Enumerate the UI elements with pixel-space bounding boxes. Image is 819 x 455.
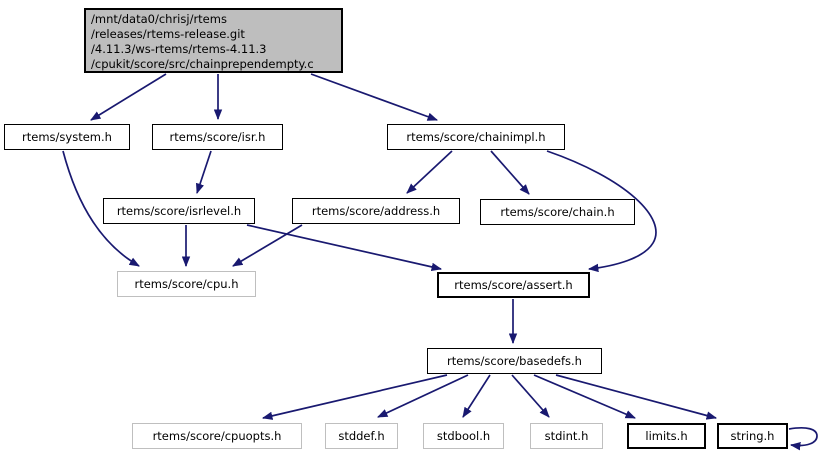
edge-basedefs-to-string bbox=[555, 374, 718, 420]
node-rtems-score-address-h[interactable]: rtems/score/address.h bbox=[292, 198, 460, 224]
edge-isrlevel-to-assert bbox=[246, 224, 443, 272]
edge-isr-to-isrlevel bbox=[196, 150, 212, 194]
node-stdbool-h: stdbool.h bbox=[423, 423, 504, 449]
edge-basedefs-to-cpuopts bbox=[261, 374, 448, 420]
edge-chainimpl-to-address bbox=[406, 150, 453, 194]
node-rtems-system-h[interactable]: rtems/system.h bbox=[4, 124, 130, 150]
edge-system-to-cpu bbox=[62, 150, 140, 267]
edge-main-to-chainimpl bbox=[310, 73, 438, 121]
node-stddef-h: stddef.h bbox=[325, 423, 398, 449]
node-rtems-score-chain-h[interactable]: rtems/score/chain.h bbox=[480, 199, 635, 225]
edge-basedefs-to-stdint bbox=[511, 374, 550, 418]
node-string-h[interactable]: string.h bbox=[717, 423, 788, 449]
edge-string-self-loop bbox=[788, 426, 818, 451]
node-chainprependempty-c: /mnt/data0/chrisj/rtems /releases/rtems-… bbox=[84, 8, 343, 73]
edge-chainimpl-to-assert bbox=[546, 150, 657, 273]
node-rtems-score-isr-h[interactable]: rtems/score/isr.h bbox=[152, 124, 283, 150]
node-rtems-score-isrlevel-h[interactable]: rtems/score/isrlevel.h bbox=[103, 198, 255, 224]
node-rtems-score-cpu-h: rtems/score/cpu.h bbox=[117, 271, 256, 297]
node-rtems-score-chainimpl-h[interactable]: rtems/score/chainimpl.h bbox=[387, 124, 565, 150]
edge-basedefs-to-stddef bbox=[377, 374, 469, 418]
edge-basedefs-to-limits bbox=[533, 374, 636, 419]
node-stdint-h: stdint.h bbox=[530, 423, 603, 449]
node-rtems-score-basedefs-h[interactable]: rtems/score/basedefs.h bbox=[427, 348, 602, 374]
node-rtems-score-cpuopts-h: rtems/score/cpuopts.h bbox=[132, 423, 302, 449]
edge-main-to-system bbox=[90, 73, 167, 121]
edge-address-to-cpu bbox=[232, 224, 303, 267]
edge-basedefs-to-stdbool bbox=[462, 374, 491, 418]
node-limits-h[interactable]: limits.h bbox=[627, 423, 706, 449]
node-rtems-score-assert-h[interactable]: rtems/score/assert.h bbox=[437, 272, 590, 298]
edge-chainimpl-to-chain bbox=[490, 150, 530, 195]
